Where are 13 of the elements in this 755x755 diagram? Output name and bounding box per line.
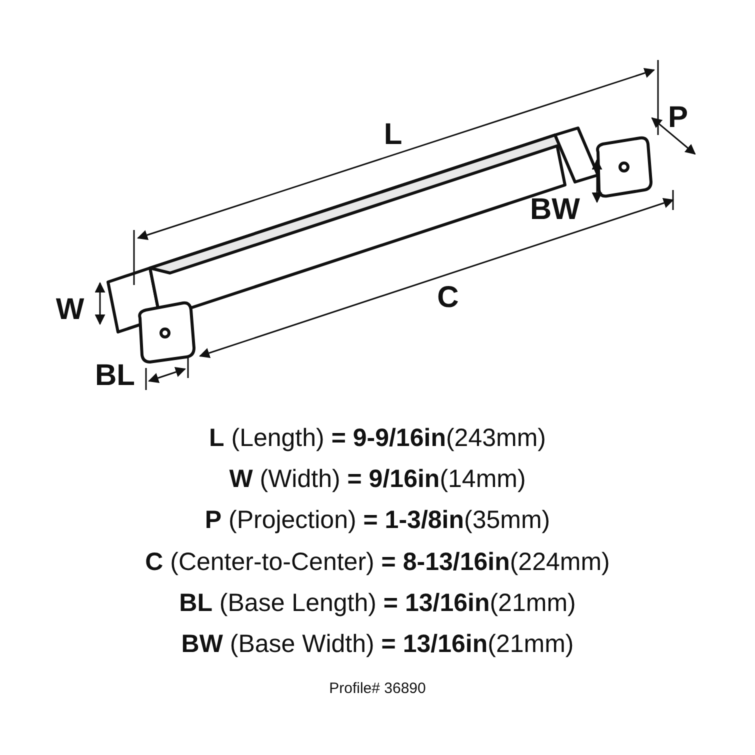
- dimension-label: BL: [95, 359, 135, 393]
- dimension-label: L: [384, 118, 402, 152]
- specification-line: L (Length) = 9-9/16in(243mm): [209, 424, 546, 452]
- specification-line: P (Projection) = 1-3/8in(35mm): [204, 506, 550, 534]
- dimension-label: BW: [530, 193, 580, 227]
- specification-line: W (Width) = 9/16in(14mm): [229, 465, 526, 493]
- specification-line: BW (Base Width) = 13/16in(21mm): [181, 630, 574, 658]
- dimension-label: P: [668, 101, 688, 135]
- specification-line: BL (Base Length) = 13/16in(21mm): [179, 589, 576, 617]
- dimension-label: W: [56, 293, 84, 327]
- specification-line: C (Center-to-Center) = 8-13/16in(224mm): [145, 548, 610, 576]
- note-text: Profile# 36890: [329, 680, 426, 697]
- dimension-label: C: [437, 281, 459, 315]
